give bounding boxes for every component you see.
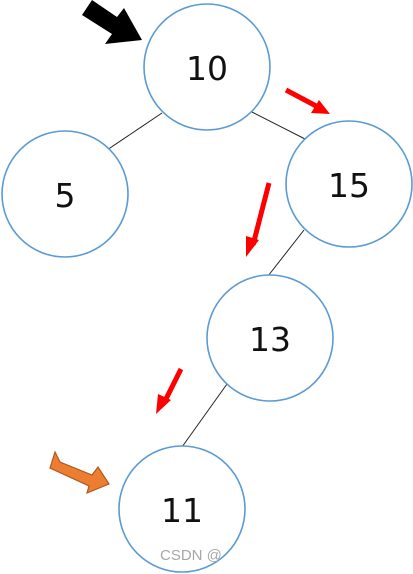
tree-node-13: 13	[206, 274, 334, 402]
tree-node-10: 10	[143, 3, 271, 131]
watermark: CSDN @	[160, 547, 222, 564]
node-circle	[143, 3, 271, 131]
edge-15-13	[267, 229, 305, 277]
node-value-label: 5	[55, 176, 76, 215]
node-value-label: 10	[186, 49, 228, 88]
edge-10-15	[251, 111, 306, 140]
path-arrow-icon	[284, 87, 330, 114]
start-arrow-icon	[82, 0, 142, 44]
tree-node-15: 15	[285, 120, 413, 248]
target-arrow-icon	[49, 450, 110, 495]
node-circle	[1, 130, 129, 258]
edge-13-11	[181, 383, 228, 448]
node-circle	[206, 274, 334, 402]
edge-10-5	[106, 112, 163, 151]
tree-node-5: 5	[1, 130, 129, 258]
node-value-label: 11	[161, 491, 203, 530]
node-circle	[118, 445, 246, 573]
tree-node-11: 11	[118, 445, 246, 573]
node-circle	[285, 120, 413, 248]
path-arrow-icon	[156, 367, 184, 414]
path-arrow-icon	[246, 182, 272, 257]
node-value-label: 13	[249, 320, 291, 359]
node-value-label: 15	[328, 166, 370, 205]
